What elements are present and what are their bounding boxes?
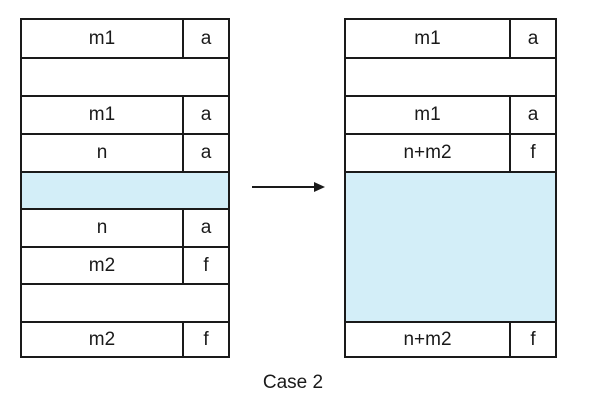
block-size: m2 [88, 328, 116, 350]
coalesced-block-header: n+m2 f [346, 133, 555, 171]
block-flag: f [509, 135, 555, 171]
memory-after: m1 a m1 a n+m2 f n+m2 f [344, 18, 557, 358]
arrow-right-icon [252, 182, 325, 192]
block-flag: a [182, 20, 228, 57]
block-flag: a [509, 20, 555, 57]
coalesced-block-footer: n+m2 f [346, 321, 555, 356]
figure-caption: Case 2 [0, 372, 594, 394]
block-flag: f [182, 248, 228, 283]
block-size: m1 [414, 27, 441, 49]
block-size: m2 [88, 254, 116, 276]
block-header: m1 a [346, 20, 555, 57]
block-body [22, 283, 228, 321]
coalesced-free-block-body [346, 171, 555, 321]
block-size: m1 [414, 104, 441, 125]
block-header: m1 a [22, 20, 228, 57]
block-flag: a [182, 135, 228, 171]
block-size: n+m2 [403, 328, 452, 350]
block-flag: a [182, 210, 228, 246]
block-body [22, 57, 228, 95]
caption-text: Case 2 [262, 372, 324, 393]
block-header: n a [22, 133, 228, 171]
block-flag: a [182, 97, 228, 133]
block-size: n+m2 [403, 142, 452, 163]
block-footer: m2 f [22, 321, 228, 356]
block-footer: n a [22, 208, 228, 246]
block-body [346, 57, 555, 95]
block-size: m1 [88, 104, 116, 125]
block-size: n [96, 142, 108, 163]
memory-before: m1 a m1 a n a n a m2 f m2 f [20, 18, 230, 358]
block-footer: m1 a [346, 95, 555, 133]
block-flag: f [182, 323, 228, 356]
block-size: m1 [88, 27, 116, 49]
block-footer: m1 a [22, 95, 228, 133]
block-flag: f [509, 323, 555, 356]
block-size: n [96, 217, 108, 238]
block-header: m2 f [22, 246, 228, 283]
freed-block-body [22, 171, 228, 208]
block-flag: a [509, 97, 555, 133]
